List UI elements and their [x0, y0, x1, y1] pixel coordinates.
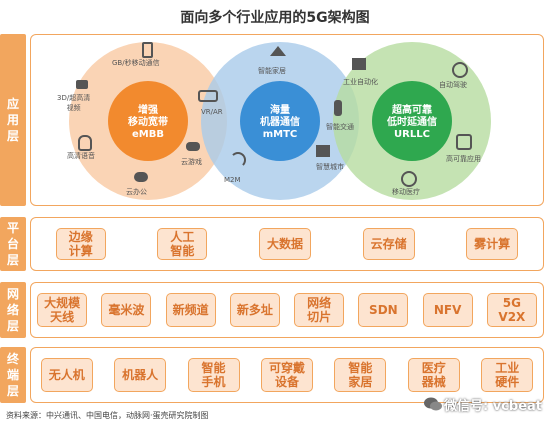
voice-icon [78, 135, 92, 151]
network-item-massive-mimo: 大规模 天线 [37, 293, 88, 327]
feature-gbps: GB/秒移动通信 [112, 59, 160, 67]
layer-label-platform: 平台层 [0, 217, 26, 271]
feature-reliable-app: 高可靠应用 [446, 155, 481, 163]
source-note: 资料来源：中兴通讯、中国电信，动脉网·蛋壳研究院制图 [6, 411, 209, 420]
embb-inner-circle [108, 81, 188, 161]
feature-smart-home: 智能家居 [258, 67, 286, 75]
embb-circle-text: 增强 移动宽带 eMBB [128, 105, 168, 140]
feature-m2m: M2M [224, 176, 241, 184]
wechat-watermark: 微信号: vcbeat [443, 399, 542, 414]
network-item-new-multiple-access: 新多址 [229, 293, 280, 327]
platform-item-big-data: 大数据 [258, 228, 311, 260]
feature-mobile-medical: 移动医疗 [392, 188, 420, 196]
cloud-icon [134, 172, 148, 182]
terminal-item-smartphone: 智能 手机 [187, 358, 240, 392]
feature-industrial-automation: 工业自动化 [343, 78, 378, 86]
feature-cloud-game: 云游戏 [181, 158, 202, 166]
feature-3d-video: 3D/超高清 视频 [57, 94, 91, 112]
layer-label-terminal: 终端层 [0, 347, 26, 403]
feature-vr-ar: VR/AR [201, 108, 223, 116]
platform-item-ai: 人工 智能 [157, 228, 208, 260]
mmtc-inner-circle [240, 81, 320, 161]
network-item-new-channel: 新频道 [165, 293, 216, 327]
terminal-item-robot: 机器人 [114, 358, 167, 392]
wechat-icon [424, 397, 442, 411]
feature-smart-traffic: 智能交通 [326, 123, 354, 131]
mmtc-circle-text: 海量 机器通信 mMTC [260, 105, 300, 140]
terminal-item-medical-device: 医疗 器械 [407, 358, 460, 392]
platform-item-fog-computing: 雾计算 [466, 228, 519, 260]
urllc-inner-circle [372, 81, 452, 161]
network-item-5g-v2x: 5G V2X [486, 293, 537, 327]
urllc-circle-text: 超高可靠 低时延通信 URLLC [387, 105, 437, 140]
platform-item-cloud-storage: 云存储 [362, 228, 415, 260]
feature-auto-driving: 自动驾驶 [439, 81, 467, 89]
terminal-item-industrial-hardware: 工业 硬件 [481, 358, 534, 392]
terminal-item-drone: 无人机 [40, 358, 93, 392]
steering-wheel-icon [452, 62, 468, 78]
terminal-item-wearable: 可穿戴 设备 [260, 358, 313, 392]
video-icon [76, 80, 88, 89]
terminal-item-smart-home: 智能 家居 [334, 358, 387, 392]
layer-label-network: 网络层 [0, 282, 26, 338]
network-item-network-slicing: 网络 切片 [294, 293, 345, 327]
m2m-signal-icon [230, 152, 246, 168]
terminal-row: 无人机 机器人 智能 手机 可穿戴 设备 智能 家居 医疗 器械 工业 硬件 [30, 356, 544, 394]
city-icon [316, 145, 330, 157]
mobile-phone-icon [142, 42, 153, 58]
network-row: 大规模 天线 毫米波 新频道 新多址 网络 切片 SDN NFV 5G V2X [30, 291, 544, 329]
factory-icon [352, 58, 366, 70]
reliable-app-icon [456, 134, 472, 150]
vr-glasses-icon [198, 90, 218, 102]
network-item-nfv: NFV [422, 293, 473, 327]
network-item-mmwave: 毫米波 [101, 293, 152, 327]
application-diagram [69, 42, 491, 200]
platform-item-edge-computing: 边缘 计算 [55, 228, 106, 260]
page-title: 面向多个行业应用的5G架构图 [180, 10, 370, 26]
network-item-sdn: SDN [358, 293, 409, 327]
feature-smart-city: 智慧城市 [316, 163, 344, 171]
home-icon [270, 46, 286, 56]
feature-cloud-office: 云办公 [126, 188, 147, 196]
game-icon [186, 142, 200, 151]
traffic-light-icon [334, 100, 342, 116]
feature-hd-voice: 高清语音 [67, 152, 95, 160]
layer-label-application: 应用层 [0, 34, 26, 206]
medical-icon [401, 171, 417, 187]
platform-row: 边缘 计算 人工 智能 大数据 云存储 雾计算 [30, 226, 544, 262]
